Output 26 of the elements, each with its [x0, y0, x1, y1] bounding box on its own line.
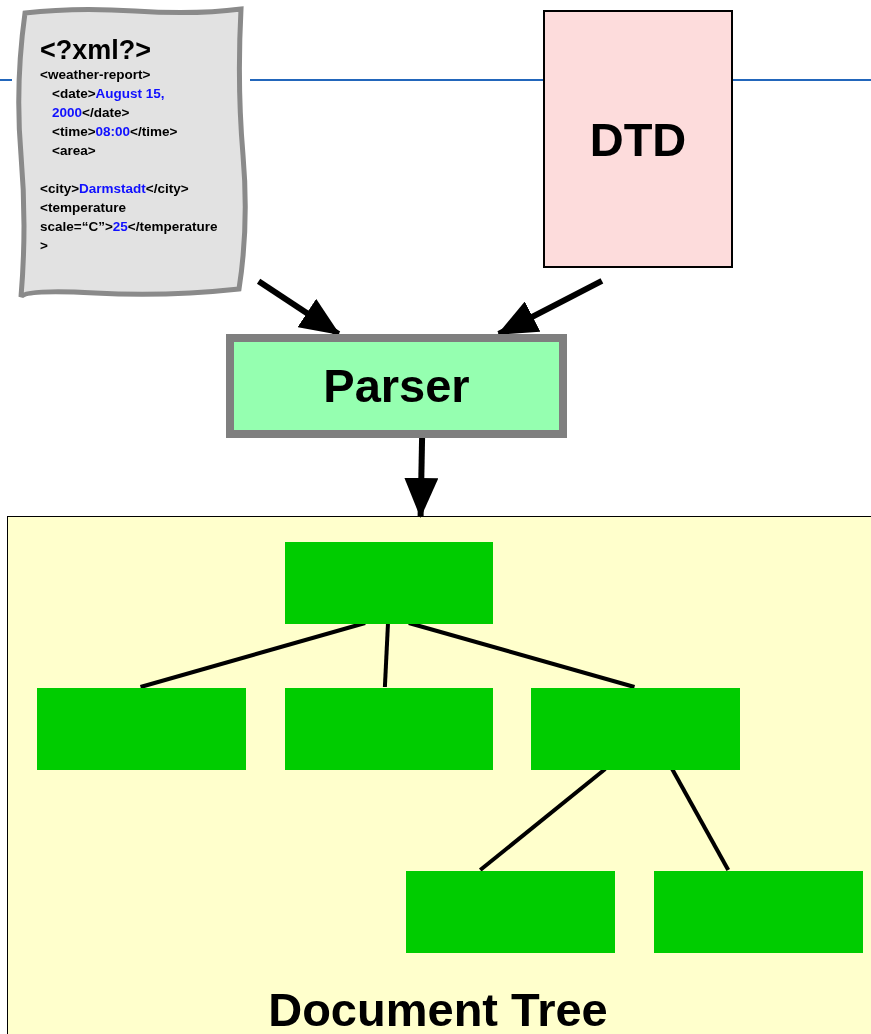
connector-line: [479, 767, 607, 872]
xml-code-line: <weather-report>: [40, 66, 152, 84]
tree-node-box: [531, 688, 740, 770]
parser-box: [226, 334, 567, 438]
document-tree-title: Document Tree: [267, 982, 609, 1034]
connector-line: [408, 621, 636, 689]
connector-line: [670, 768, 730, 871]
connector-line: [382, 622, 390, 688]
tree-node-box: [285, 542, 493, 624]
xml-code-line: <time>08:00</time>: [51, 123, 179, 141]
tree-node-box: [37, 688, 246, 770]
tree-node-box: [406, 871, 615, 953]
xml-code-line: <city>Darmstadt</city> <temperature scale=“C”>25</temperature>: [40, 180, 219, 255]
arrow: [404, 437, 439, 518]
arrow: [497, 278, 604, 337]
xml-declaration: <?xml?>: [40, 35, 153, 65]
connector-line: [139, 621, 366, 689]
dtd-document: [543, 10, 733, 268]
xml-code-line: <area>: [51, 142, 97, 160]
xml-code-line: <date>August 15, 2000</date>: [51, 85, 166, 122]
tree-node-box: [654, 871, 863, 953]
dtd-label: DTD: [589, 112, 687, 168]
arrow: [256, 278, 341, 337]
parser-label: Parser: [323, 358, 470, 414]
tree-node-box: [285, 688, 493, 770]
document-tree-panel: [7, 516, 871, 1034]
